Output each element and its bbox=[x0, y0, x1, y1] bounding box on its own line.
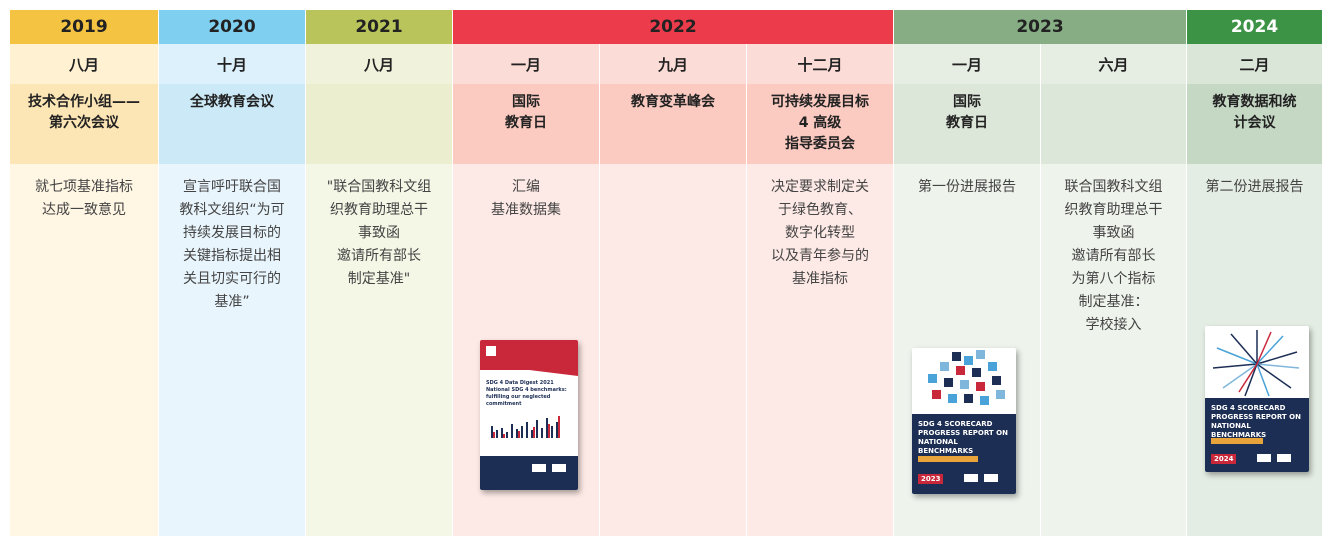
year-label: 2024 bbox=[1230, 17, 1279, 37]
description-text: 汇编 基准数据集 bbox=[491, 179, 561, 218]
month-cell: 二月 bbox=[1187, 44, 1322, 84]
uis-logo-icon bbox=[984, 474, 998, 482]
report-cover-title: SDG 4 Data Digest 2021 National SDG 4 be… bbox=[486, 380, 567, 407]
event-cell bbox=[306, 84, 452, 164]
event-title: 教育变革峰会 bbox=[631, 94, 715, 110]
year-header-2023: 2023 bbox=[894, 10, 1186, 44]
hexagon-cluster-graphic bbox=[928, 350, 1005, 405]
description-text: 第二份进展报告 bbox=[1205, 179, 1304, 195]
description-text: 联合国教科文组 织教育助理总干 事致函 邀请所有部长 为第八个指标 制定基准： … bbox=[1064, 179, 1163, 333]
description-text: 决定要求制定关 于绿色教育、 数字化转型 以及青年参与的 基准指标 bbox=[771, 179, 869, 287]
uis-logo-icon bbox=[552, 464, 566, 472]
event-cell bbox=[1041, 84, 1186, 164]
description-cell: 就七项基准指标 达成一致意见 bbox=[10, 164, 158, 536]
event-title: 教育数据和统 计会议 bbox=[1212, 94, 1297, 131]
description-cell: 宣言呼吁联合国 教科文组织“为可 持续发展目标的 关键指标提出相 关且切实可行的… bbox=[159, 164, 305, 536]
month-label: 六月 bbox=[1098, 55, 1129, 74]
event-title: 国际 教育日 bbox=[505, 94, 547, 131]
month-label: 一月 bbox=[510, 55, 541, 74]
year-header-2021: 2021 bbox=[306, 10, 452, 44]
event-cell: 可持续发展目标 4 高级 指导委员会 bbox=[747, 84, 893, 164]
year-label: 2019 bbox=[60, 17, 108, 37]
event-cell: 教育数据和统 计会议 bbox=[1187, 84, 1322, 164]
starburst-graphic bbox=[1212, 330, 1300, 397]
report-cover-scorecard-2024: SDG 4 SCORECARD PROGRESS REPORT ON NATIO… bbox=[1205, 326, 1309, 472]
event-title: 国际 教育日 bbox=[946, 94, 988, 131]
sdg4-logo-icon bbox=[486, 346, 496, 356]
year-header-2022: 2022 bbox=[453, 10, 893, 44]
event-cell: 全球教育会议 bbox=[159, 84, 305, 164]
year-header-2019: 2019 bbox=[10, 10, 158, 44]
month-label: 九月 bbox=[657, 55, 688, 74]
month-label: 十二月 bbox=[797, 55, 843, 74]
event-title: 可持续发展目标 4 高级 指导委员会 bbox=[771, 94, 869, 152]
bar-chart-graphic bbox=[491, 416, 560, 438]
month-cell: 一月 bbox=[453, 44, 599, 84]
month-label: 一月 bbox=[951, 55, 982, 74]
month-cell: 一月 bbox=[894, 44, 1040, 84]
report-cover-title: SDG 4 SCORECARD PROGRESS REPORT ON NATIO… bbox=[918, 420, 1008, 455]
description-cell: 联合国教科文组 织教育助理总干 事致函 邀请所有部长 为第八个指标 制定基准： … bbox=[1041, 164, 1186, 536]
year-label: 2023 bbox=[1016, 17, 1064, 37]
event-title: 技术合作小组—— 第六次会议 bbox=[28, 94, 140, 131]
month-cell: 八月 bbox=[306, 44, 452, 84]
month-label: 八月 bbox=[363, 55, 394, 74]
event-cell: 国际 教育日 bbox=[453, 84, 599, 164]
year-label: 2020 bbox=[208, 17, 256, 37]
unesco-logo-icon bbox=[1257, 454, 1271, 462]
month-cell: 八月 bbox=[10, 44, 158, 84]
description-text: 第一份进展报告 bbox=[918, 179, 1016, 195]
month-label: 十月 bbox=[216, 55, 247, 74]
report-cover-title: SDG 4 SCORECARD PROGRESS REPORT ON NATIO… bbox=[1211, 404, 1301, 439]
description-text: 宣言呼吁联合国 教科文组织“为可 持续发展目标的 关键指标提出相 关且切实可行的… bbox=[179, 179, 285, 310]
uis-logo-icon bbox=[1277, 454, 1291, 462]
month-cell: 九月 bbox=[600, 44, 746, 84]
year-label: 2021 bbox=[355, 17, 403, 37]
report-cover-data-digest-2021: SDG 4 Data Digest 2021 National SDG 4 be… bbox=[480, 340, 578, 490]
unesco-logo-icon bbox=[964, 474, 978, 482]
report-cover-year: 2024 bbox=[1211, 454, 1237, 464]
year-header-2024: 2024 bbox=[1187, 10, 1322, 44]
month-cell: 十月 bbox=[159, 44, 305, 84]
description-cell bbox=[600, 164, 746, 536]
month-cell: 六月 bbox=[1041, 44, 1186, 84]
month-cell: 十二月 bbox=[747, 44, 893, 84]
description-cell: "联合国教科文组 织教育助理总干 事致函 邀请所有部长 制定基准" bbox=[306, 164, 452, 536]
event-title: 全球教育会议 bbox=[190, 94, 274, 110]
description-cell: 决定要求制定关 于绿色教育、 数字化转型 以及青年参与的 基准指标 bbox=[747, 164, 893, 536]
report-cover-scorecard-2023: SDG 4 SCORECARD PROGRESS REPORT ON NATIO… bbox=[912, 348, 1016, 494]
event-cell: 技术合作小组—— 第六次会议 bbox=[10, 84, 158, 164]
year-header-2020: 2020 bbox=[159, 10, 305, 44]
event-cell: 教育变革峰会 bbox=[600, 84, 746, 164]
description-text: 就七项基准指标 达成一致意见 bbox=[35, 179, 133, 218]
unesco-logo-icon bbox=[532, 464, 546, 472]
month-label: 八月 bbox=[68, 55, 99, 74]
description-text: "联合国教科文组 织教育助理总干 事致函 邀请所有部长 制定基准" bbox=[326, 179, 432, 287]
report-cover-year: 2023 bbox=[918, 474, 944, 484]
month-label: 二月 bbox=[1239, 55, 1270, 74]
event-cell: 国际 教育日 bbox=[894, 84, 1040, 164]
year-label: 2022 bbox=[649, 17, 697, 37]
